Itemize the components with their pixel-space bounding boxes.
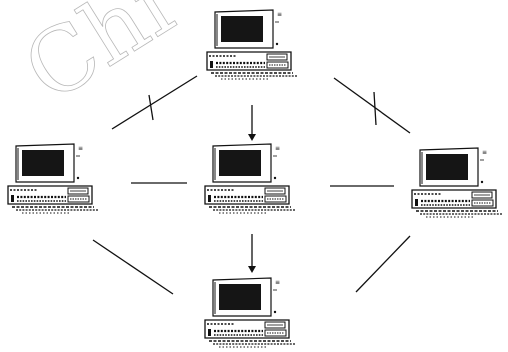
- desktop-computer-icon: [8, 144, 98, 213]
- arrow-down-icon: [248, 134, 256, 141]
- desktop-computer-icon: [207, 10, 297, 79]
- desktop-computer-icon: [412, 148, 502, 217]
- link-right-bottom: [356, 236, 410, 292]
- arrow-down-icon: [248, 266, 256, 273]
- link-left-bottom: [93, 240, 173, 294]
- computer-node-top[interactable]: [207, 10, 297, 79]
- link-top-right: [334, 78, 410, 133]
- computer-node-right[interactable]: [412, 148, 502, 217]
- link-top-left: [112, 76, 197, 129]
- desktop-computer-icon: [205, 144, 295, 213]
- computer-node-left[interactable]: [8, 144, 98, 213]
- link-top-left-break-mark: [149, 95, 153, 120]
- network-links: [93, 76, 410, 294]
- desktop-computer-icon: [205, 278, 295, 347]
- watermark-text: Chi: [6, 0, 190, 122]
- computer-node-bottom[interactable]: [205, 278, 295, 347]
- computer-node-center[interactable]: [205, 144, 295, 213]
